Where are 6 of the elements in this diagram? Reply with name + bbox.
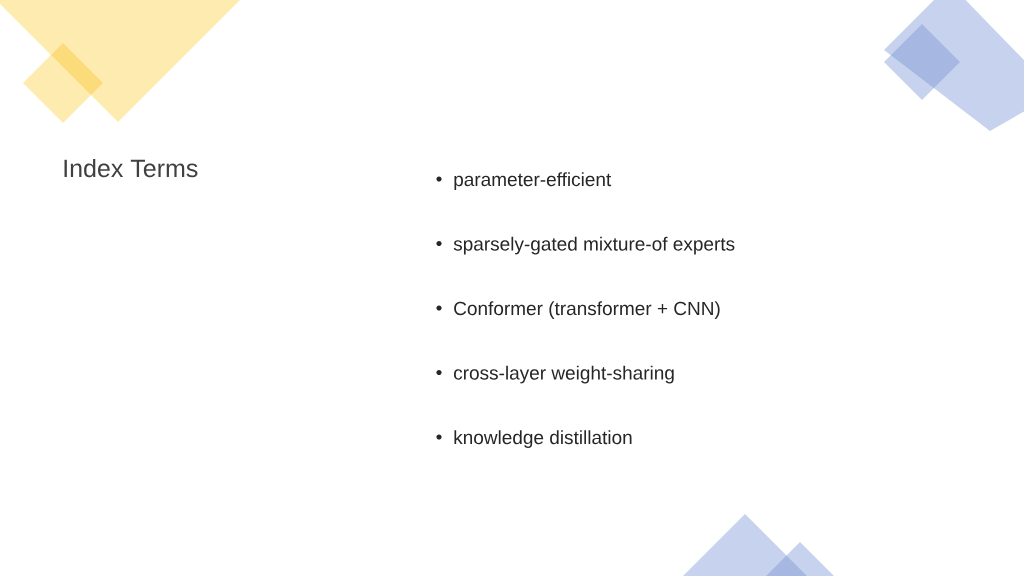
- bullet-item: cross-layer weight-sharing: [454, 365, 674, 384]
- bullet-item: knowledge distillation: [454, 430, 632, 448]
- bullet-item: sparsely-gated mixture-of experts: [453, 236, 735, 255]
- title: Index Terms: [64, 158, 198, 178]
- bullet-item: parameter-efficient: [454, 172, 612, 190]
- bullet-item: Conformer (transformer + CNN): [454, 301, 720, 319]
